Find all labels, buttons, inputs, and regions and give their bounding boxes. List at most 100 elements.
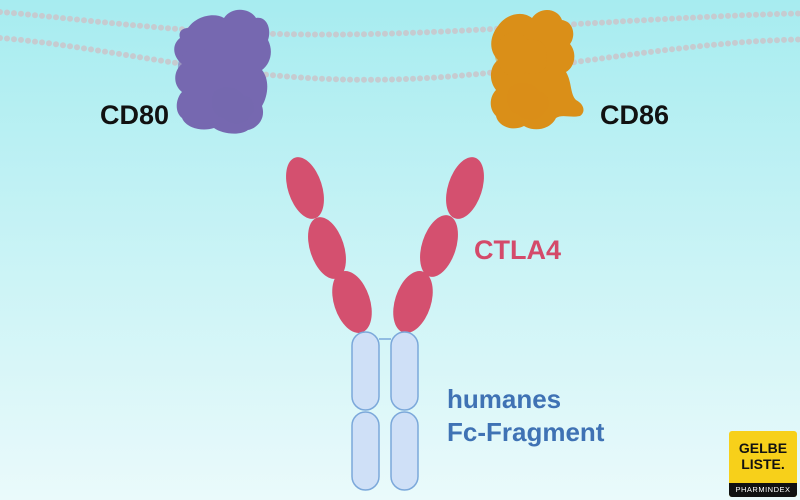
membrane-bead [88,18,94,24]
ctla4-domain [393,271,433,333]
cd86-protein-lobe [494,32,547,77]
membrane-bead [81,45,87,52]
membrane-bead [396,30,402,37]
membrane-bead [4,9,10,16]
membrane-bead [424,75,430,81]
membrane-bead [95,47,101,54]
membrane-bead [641,49,647,56]
ctla4-domain [286,157,324,219]
membrane-bead [277,31,283,37]
membrane-bead [60,15,66,22]
membrane-bead [634,17,640,24]
membrane-bead [326,31,332,38]
membrane-bead [711,41,717,48]
membrane-bead [788,36,794,43]
membrane-bead [732,39,738,46]
membrane-bead [452,73,458,79]
membrane-bead [697,43,703,50]
membrane-bead [74,44,80,51]
membrane-bead [4,35,10,42]
membrane-bead [683,14,689,21]
membrane-bead [648,48,654,55]
membrane-bead [676,45,682,52]
membrane-bead [144,23,150,30]
membrane-bead [431,74,437,81]
membrane-bead [18,10,24,17]
membrane-bead [39,12,45,19]
membrane-bead [606,54,612,61]
membrane-bead [0,35,3,41]
membrane-bead [340,76,346,83]
membrane-bead [389,30,395,37]
membrane-bead [473,26,479,33]
membrane-bead [319,75,325,82]
ctla4-domain [420,215,458,277]
membrane-bead [746,12,752,18]
membrane-bead [655,16,661,23]
membrane-bead [116,20,122,27]
membrane-bead [445,28,451,35]
membrane-bead [655,48,661,54]
membrane-bead [410,29,416,36]
membrane-bead [11,36,17,43]
membrane-bead [732,12,738,19]
gelbe-liste-logo: GELBE LISTE. PHARMINDEX [729,431,797,497]
membrane-bead [158,24,164,31]
membrane-bead [641,17,647,24]
membrane-bead [46,13,52,20]
membrane-bead [347,76,353,83]
membrane-bead [326,76,332,82]
membrane-bead [60,42,66,49]
membrane-bead [109,49,115,56]
membrane-bead [480,70,486,77]
membrane-bead [753,38,759,45]
fc-domain [390,411,419,491]
membrane-bead [438,28,444,35]
membrane-bead [459,72,465,79]
membrane-bead [291,74,297,80]
membrane-bead [592,56,598,63]
membrane-bead [690,43,696,50]
membrane-bead [396,76,402,83]
cd86-label: CD86 [600,100,670,130]
membrane-bead [459,27,465,34]
membrane-bead [704,13,710,20]
membrane-bead [130,22,136,29]
membrane-bead [305,31,311,38]
membrane-bead [760,37,766,44]
membrane-bead [683,44,689,51]
membrane-bead [116,50,122,57]
membrane-bead [767,11,773,18]
fc-fragment [351,331,419,491]
membrane-bead [319,31,325,38]
cd80-protein-lobe [211,87,255,124]
membrane-bead [32,38,38,45]
membrane-bead [438,74,444,81]
ctla4-domain [308,217,346,279]
membrane-bead [340,31,346,38]
membrane-bead [67,43,73,50]
membrane-bead [109,20,115,27]
membrane-bead [592,20,598,26]
membrane-bead [662,47,668,54]
membrane-bead [298,31,304,38]
membrane-bead [354,31,360,38]
membrane-bead [599,55,605,62]
membrane-bead [704,42,710,49]
membrane-bead [32,12,38,19]
membrane-bead [627,17,633,24]
membrane-bead [711,13,717,20]
membrane-bead [137,22,143,29]
membrane-bead [102,48,108,55]
membrane-bead [74,16,80,23]
membrane-bead [375,30,381,37]
membrane-bead [452,28,458,34]
cd80-protein [174,9,271,134]
membrane-bead [11,10,17,17]
membrane-bead [39,39,45,46]
membrane-bead [172,59,178,66]
ctla4-domain [446,157,484,219]
membrane-bead [634,50,640,57]
membrane-bead [690,14,696,21]
